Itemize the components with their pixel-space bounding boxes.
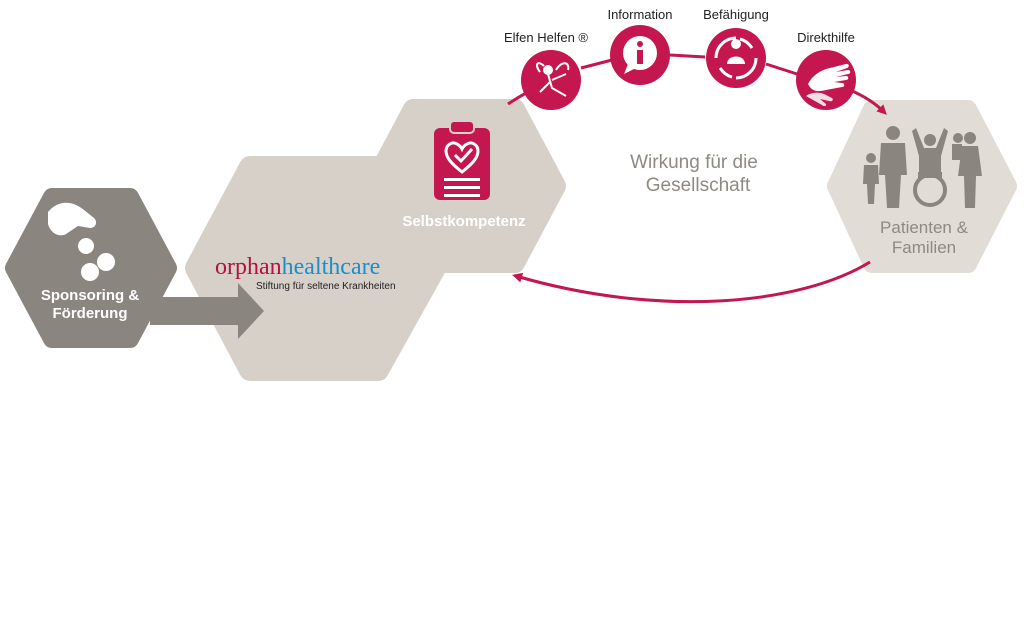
clipboard-heart-icon — [434, 120, 490, 200]
patienten-label-line2: Familien — [892, 238, 956, 257]
orphan-tagline: Stiftung für seltene Krankheiten — [256, 281, 396, 292]
info-icon — [623, 36, 657, 74]
circle-befaehigung — [706, 28, 766, 88]
selbstkompetenz-label: Selbstkompetenz — [402, 213, 525, 230]
elf-icon — [536, 62, 570, 97]
orphan-logo: orphanhealthcare — [215, 254, 380, 280]
circle-label-information: Information — [607, 7, 672, 22]
sponsoring-arrow — [150, 283, 264, 339]
circle-elfen-helfen — [521, 50, 581, 110]
circle-label-befaehigung: Befähigung — [703, 7, 769, 22]
sponsoring-label-line2: Förderung — [53, 305, 128, 322]
arc-seg-2 — [669, 53, 706, 59]
circle-label-elfen: Elfen Helfen ® — [504, 30, 588, 45]
patienten-label-line1: Patienten & — [880, 218, 969, 237]
arc-seg-1 — [580, 58, 613, 70]
circle-direkthilfe — [796, 50, 856, 110]
circle-label-direkthilfe: Direkthilfe — [797, 30, 855, 45]
impact-label-line2: Gesellschaft — [646, 175, 751, 196]
circle-information — [610, 25, 670, 85]
arc-seg-3 — [765, 62, 798, 76]
empowerment-icon — [714, 36, 758, 80]
family-icon — [863, 126, 982, 208]
sponsoring-label-line1: Sponsoring & — [41, 287, 139, 304]
orphan-logo-part1: orphan — [215, 254, 282, 280]
helping-hands-icon — [806, 63, 851, 107]
return-arc — [512, 260, 871, 304]
impact-label-line1: Wirkung für die — [630, 152, 758, 173]
orphan-logo-part2: healthcare — [282, 254, 381, 280]
coins-hand-icon — [48, 202, 115, 281]
